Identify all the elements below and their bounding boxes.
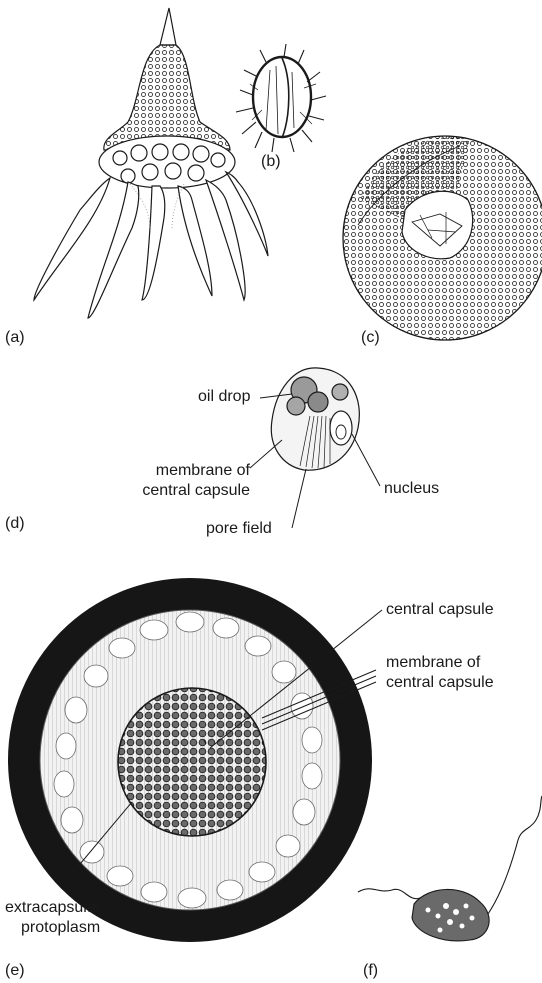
label-oil-drop: oil drop [198,387,250,406]
panel-label-b: (b) [261,152,281,171]
radiolarian-e-drawing [8,578,372,942]
label-membrane-line2: central capsule [142,481,250,500]
label-membrane-line1: membrane of [156,461,250,480]
panel-label-a: (a) [5,328,25,347]
panel-label-d: (d) [5,514,25,533]
panel-label-c: (c) [361,328,380,347]
label-extracapsular-line1: extracapsular [5,898,101,917]
radiolarian-a-drawing [34,8,268,318]
label-extracapsular-line2: protoplasm [21,918,100,937]
label-central-capsule: central capsule [386,600,494,619]
label-nucleus: nucleus [384,479,439,498]
radiolarian-b-drawing [236,44,326,152]
panel-label-e: (e) [5,961,25,980]
panel-label-f: (f) [363,961,378,980]
radiolarian-d-drawing [271,368,359,470]
label-pore-field: pore field [206,519,272,538]
radiolarian-c-drawing [343,136,542,340]
radiolarian-f-drawing [358,796,542,941]
label-e-membrane-line2: central capsule [386,673,494,692]
label-e-membrane-line1: membrane of [386,653,480,672]
